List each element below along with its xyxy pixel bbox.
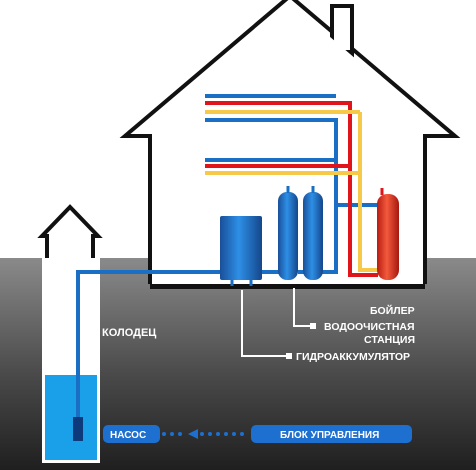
pump-label: НАСОС: [110, 430, 146, 441]
accumulator-label: ГИДРОАККУМУЛЯТОР: [296, 351, 410, 363]
filter-label-line1: ВОДООЧИСТНАЯ: [324, 321, 415, 333]
filter-label-line2: СТАНЦИЯ: [364, 334, 415, 346]
well-label: КОЛОДЕЦ: [102, 327, 156, 339]
control-signal-line: [162, 429, 244, 439]
well-water: [45, 375, 97, 460]
boiler: [377, 188, 399, 280]
water-treatment-station: [278, 186, 323, 280]
pump: [73, 417, 83, 441]
control-unit-pill: [251, 425, 412, 443]
well: [37, 204, 103, 463]
callout-lines: [241, 288, 311, 357]
control-unit-label: БЛОК УПРАВЛЕНИЯ: [280, 430, 379, 441]
pipes: [76, 94, 378, 418]
pump-label-pill: [103, 425, 160, 443]
boiler-label: БОЙЛЕР: [370, 304, 415, 317]
hydro-accumulator: [220, 216, 262, 286]
pipe-cold-floor: [205, 118, 338, 205]
pipe-well-to-tank: [76, 270, 220, 418]
